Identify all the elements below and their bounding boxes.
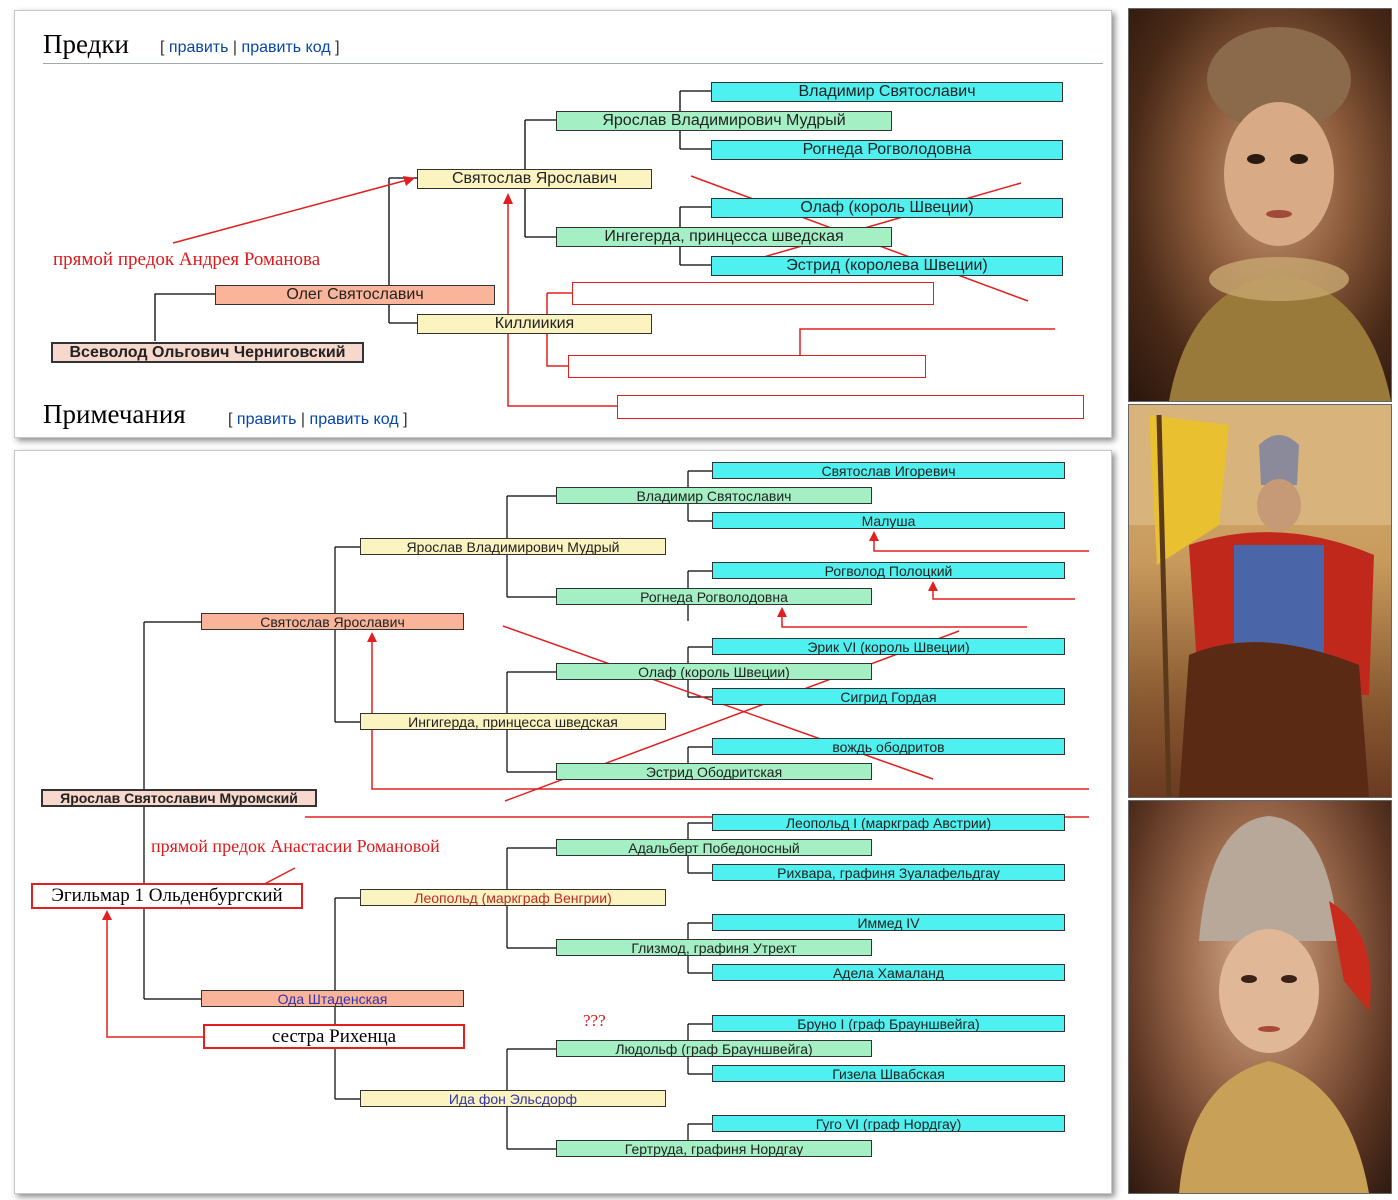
tree-node-fm[interactable]: Ингигерда, принцесса шведская bbox=[360, 713, 666, 730]
tree-node-fff[interactable]: Владимир Святославич bbox=[556, 487, 872, 504]
portrait-woman-kokoshnik-image bbox=[1128, 8, 1392, 402]
armored-rider-icon bbox=[1129, 405, 1391, 797]
tree-node-fmm[interactable]: Эстрид Ободритская bbox=[556, 763, 872, 780]
tree-node-g4-2[interactable]: Малуша bbox=[712, 512, 1065, 529]
tree-node-g4-13[interactable]: Гуго VI (граф Нордгау) bbox=[712, 1115, 1065, 1132]
empty-red-box-3 bbox=[617, 395, 1084, 419]
tree-node-ffm[interactable]: Рогнеда Рогволодовна bbox=[556, 588, 872, 605]
tree-node-g4-10[interactable]: Адела Хамаланд bbox=[712, 964, 1065, 981]
tree-node-grandmother[interactable]: Киллиикия bbox=[417, 314, 652, 334]
tree-node-father[interactable]: Святослав Ярославич bbox=[201, 613, 464, 630]
tree-node-g4-12[interactable]: Гизела Швабская bbox=[712, 1065, 1065, 1082]
ancestors-panel-bottom: Ярослав Святославич Муромский Святослав … bbox=[14, 450, 1112, 1194]
empty-red-box-1 bbox=[572, 282, 934, 305]
portrait-woman-headdress-image bbox=[1128, 800, 1392, 1194]
tree-node-mm[interactable]: Ида фон Эльсдорф bbox=[360, 1090, 666, 1107]
tree-node-g3-1[interactable]: Владимир Святославич bbox=[711, 82, 1063, 102]
portrait-woman-icon bbox=[1179, 816, 1371, 1193]
empty-red-box-2 bbox=[568, 355, 926, 378]
tree-node-g4-8[interactable]: Рихвара, графиня Зуалафельдгау bbox=[712, 864, 1065, 881]
annotation-question: ??? bbox=[583, 1011, 606, 1030]
tree-node-father[interactable]: Олег Святославич bbox=[215, 285, 495, 305]
tree-node-g4-1[interactable]: Святослав Игоревич bbox=[712, 462, 1065, 479]
tree-node-g4-3[interactable]: Рогволод Полоцкий bbox=[712, 562, 1065, 579]
ancestors-panel-top: Предки [ править | править код ] bbox=[14, 10, 1112, 438]
section-heading-notes: Примечания bbox=[43, 399, 186, 429]
annotation-direct-ancestor: прямой предок Андрея Романова bbox=[53, 249, 321, 270]
tree-connectors bbox=[102, 470, 1089, 1150]
tree-connectors bbox=[154, 90, 1055, 407]
tree-node-g4-7[interactable]: Леопольд I (маркграф Австрии) bbox=[712, 814, 1065, 831]
annotation-direct-ancestor: прямой предок Анастасии Романовой bbox=[151, 836, 440, 856]
portrait-woman-icon bbox=[1169, 27, 1391, 401]
edit-code-link[interactable]: править код bbox=[309, 411, 399, 428]
edit-links-ancestors: [ править | править код ] bbox=[160, 39, 340, 56]
edit-links-notes: [ править | править код ] bbox=[228, 411, 408, 428]
tree-node-g3-3[interactable]: Олаф (король Швеции) bbox=[711, 198, 1063, 218]
tree-node-root[interactable]: Ярослав Святославич Муромский bbox=[41, 789, 317, 807]
tree-node-g4-4[interactable]: Эрик VI (король Швеции) bbox=[712, 638, 1065, 655]
tree-node-mff[interactable]: Адальберт Победоносный bbox=[556, 839, 872, 856]
tree-node-mother[interactable]: Ода Штаденская bbox=[201, 990, 464, 1007]
section-heading-ancestors: Предки bbox=[43, 29, 129, 59]
tree-node-fmf[interactable]: Олаф (король Швеции) bbox=[556, 663, 872, 680]
edit-link[interactable]: править bbox=[168, 39, 229, 56]
tree-node-root[interactable]: Всеволод Ольгович Черниговский bbox=[51, 342, 364, 363]
tree-node-g4-5[interactable]: Сигрид Гордая bbox=[712, 688, 1065, 705]
tree-node-g3-2[interactable]: Рогнеда Рогволодовна bbox=[711, 140, 1063, 160]
tree-node-mmf[interactable]: Людольф (граф Брауншвейга) bbox=[556, 1040, 872, 1057]
edit-link[interactable]: править bbox=[236, 411, 297, 428]
tree-node-g4-11[interactable]: Бруно I (граф Брауншвейга) bbox=[712, 1015, 1065, 1032]
armored-rider-image bbox=[1128, 404, 1392, 798]
annotation-sister-box: сестра Рихенца bbox=[203, 1024, 465, 1049]
tree-node-g3-4[interactable]: Эстрид (королева Швеции) bbox=[711, 256, 1063, 276]
tree-node-g4-6[interactable]: вождь ободритов bbox=[712, 738, 1065, 755]
tree-node-mfm[interactable]: Глизмод, графиня Утрехт bbox=[556, 939, 872, 956]
tree-node-g4-9[interactable]: Иммед IV bbox=[712, 914, 1065, 931]
tree-node-great-grandmother[interactable]: Ингегерда, принцесса шведская bbox=[556, 227, 892, 247]
annotation-egilmar-box: Эгильмар 1 Ольденбургский bbox=[31, 883, 303, 909]
tree-node-grandfather[interactable]: Святослав Ярославич bbox=[417, 169, 652, 189]
tree-node-ff[interactable]: Ярослав Владимирович Мудрый bbox=[360, 538, 666, 555]
tree-node-mf[interactable]: Леопольд (маркграф Венгрии) bbox=[360, 889, 666, 906]
heading-divider bbox=[43, 63, 1103, 64]
tree-node-mmm[interactable]: Гертруда, графиня Нордгау bbox=[556, 1140, 872, 1157]
tree-node-great-grandfather[interactable]: Ярослав Владимирович Мудрый bbox=[556, 111, 892, 131]
edit-code-link[interactable]: править код bbox=[241, 39, 331, 56]
